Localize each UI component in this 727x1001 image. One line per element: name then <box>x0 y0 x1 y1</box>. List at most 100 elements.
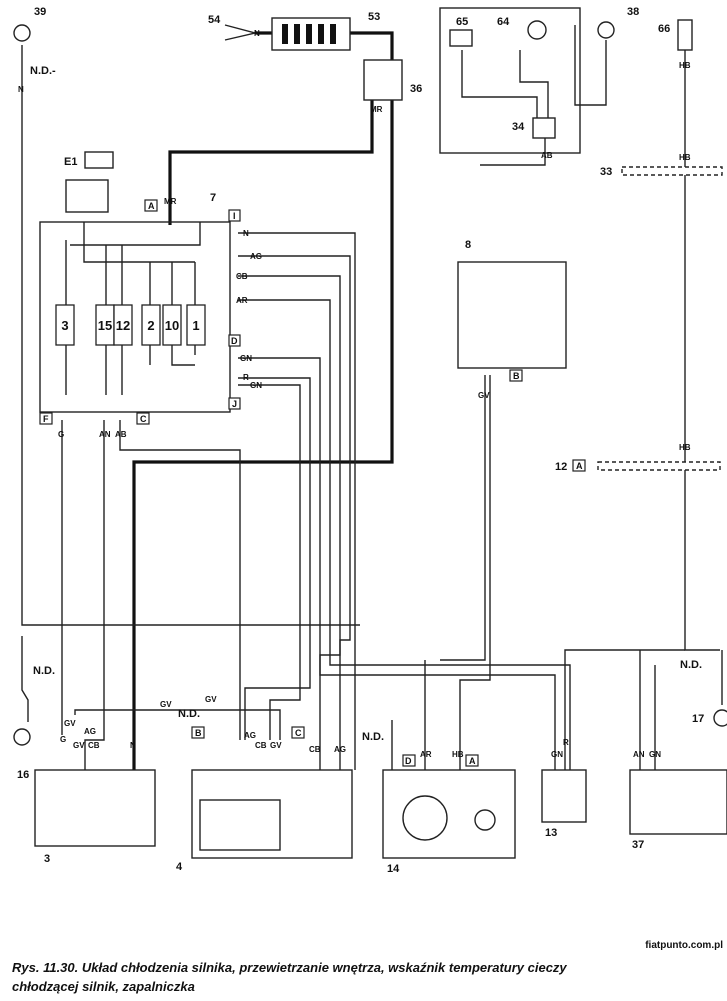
thin-wires <box>21 24 723 770</box>
wire-code-gv: GV <box>478 391 490 400</box>
ignition-switch <box>65 179 109 213</box>
gauge-icon <box>402 795 448 841</box>
component-36 <box>363 59 403 101</box>
label-3: 3 <box>44 853 50 865</box>
wire-code-gn: GN <box>250 381 262 390</box>
connector-tags: A I D J F C B B C D A A <box>39 199 586 767</box>
connector-tag-d: D <box>402 754 416 767</box>
label-e1: E1 <box>64 156 77 168</box>
wire-code-ag: AG <box>84 727 96 736</box>
label-13: 13 <box>545 827 557 839</box>
component-14 <box>382 769 516 859</box>
connector-tag-f: F <box>39 412 53 425</box>
label-34: 34 <box>512 121 525 133</box>
wire-code-ar: AR <box>420 750 432 759</box>
wire-code-g: G <box>60 735 66 744</box>
label-16: 16 <box>17 769 29 781</box>
nd-label: N.D.- <box>30 65 56 77</box>
thick-wires <box>132 31 394 770</box>
component-34 <box>532 117 556 139</box>
component-4 <box>191 769 353 859</box>
site-watermark: fiatpunto.com.pl <box>645 940 723 951</box>
fuse-row: 3 15 12 2 10 1 <box>55 304 206 346</box>
label-14: 14 <box>387 863 400 875</box>
motor-icon <box>527 20 547 40</box>
connector-tag-j: J <box>228 397 241 410</box>
connector-tag-d: D <box>228 334 241 347</box>
ground-17 <box>713 709 727 727</box>
ground-39 <box>13 24 31 42</box>
component-numbers: 39 38 54 53 36 65 64 66 34 33 E1 7 8 12 … <box>17 6 704 875</box>
label-12: 12 <box>555 461 567 473</box>
svg-text:I: I <box>233 211 236 221</box>
wire-code-hb: HB <box>452 750 464 759</box>
connector-tag-c: C <box>291 726 305 739</box>
wire-code-hb: HB <box>679 61 691 70</box>
figure-caption: Rys. 11.30. Układ chłodzenia silnika, pr… <box>12 958 727 996</box>
wire-code-n: N <box>130 741 136 750</box>
wire-code-gv: GV <box>64 719 76 728</box>
wire-code-hb: HB <box>679 153 691 162</box>
wire-codes: N MR MR N HB HB HB AB N AG CB AR GN R GN… <box>18 29 691 759</box>
bulb-icon <box>474 809 496 831</box>
label-38: 38 <box>627 6 639 18</box>
wire-code-gn: GN <box>649 750 661 759</box>
connector-tag-b: B <box>509 369 523 382</box>
connector-tag-c: C <box>136 412 150 425</box>
nd-label: N.D. <box>33 665 55 677</box>
wire-code-cb: CB <box>236 272 248 281</box>
wire-code-cb: CB <box>88 741 100 750</box>
nd-label: N.D. <box>178 708 200 720</box>
wire-code-gv: GV <box>73 741 85 750</box>
component-66 <box>677 19 693 51</box>
label-37: 37 <box>632 839 644 851</box>
label-17: 17 <box>692 713 704 725</box>
wire-code-ag: AG <box>250 252 262 261</box>
wire-code-n: N <box>254 29 260 38</box>
wire-code-an: AN <box>633 750 645 759</box>
component-37 <box>629 769 727 835</box>
connector-tag-a: A <box>144 199 158 212</box>
module-8 <box>457 261 567 369</box>
svg-text:D: D <box>231 336 238 346</box>
component-65-64-box <box>439 7 581 154</box>
wire-code-ab: AB <box>115 430 127 439</box>
svg-text:B: B <box>195 728 202 738</box>
svg-text:J: J <box>232 399 237 409</box>
wire-code-an: AN <box>99 430 111 439</box>
wire-code-gn: GN <box>551 750 563 759</box>
label-39: 39 <box>34 6 46 18</box>
connector-strips <box>597 166 723 471</box>
wire-code-gv: GV <box>270 741 282 750</box>
wire-code-gn: GN <box>240 354 252 363</box>
svg-text:A: A <box>469 756 476 766</box>
wire-code-n: N <box>243 229 249 238</box>
control-inner <box>199 799 281 851</box>
ground-38 <box>597 21 615 39</box>
label-36: 36 <box>410 83 422 95</box>
caption-line-1: Rys. 11.30. Układ chłodzenia silnika, pr… <box>12 960 567 975</box>
caption-line-2: chłodzącej silnik, zapalniczka <box>12 979 195 994</box>
fusebox-7 <box>39 221 231 413</box>
component-65 <box>449 29 473 47</box>
wire-code-r: R <box>563 738 569 747</box>
wire-code-ag: AG <box>244 731 256 740</box>
fuse-2: 2 <box>147 318 154 333</box>
fuse-1: 1 <box>192 318 199 333</box>
connector-tag-i: I <box>228 209 241 222</box>
label-4: 4 <box>176 861 183 873</box>
wire-code-r: R <box>243 373 249 382</box>
label-64: 64 <box>497 16 510 28</box>
connector-tag-a: A <box>572 459 586 472</box>
label-66: 66 <box>658 23 670 35</box>
wire-code-ar: AR <box>236 296 248 305</box>
label-33: 33 <box>600 166 612 178</box>
component-3 <box>34 769 156 847</box>
fuse-12: 12 <box>116 318 130 333</box>
label-65: 65 <box>456 16 468 28</box>
svg-text:D: D <box>405 756 412 766</box>
nd-label: N.D. <box>362 731 384 743</box>
fuse-3: 3 <box>61 318 68 333</box>
svg-text:B: B <box>513 371 520 381</box>
